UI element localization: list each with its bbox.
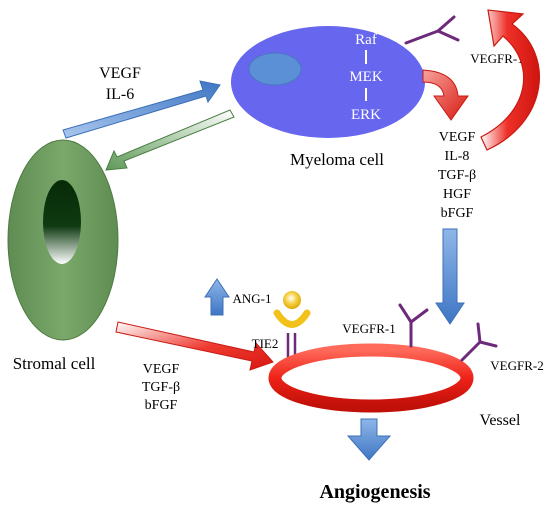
stromal-to-vessel-arrow [115,321,274,371]
angiogenesis-label: Angiogenesis [319,481,430,503]
vegfr2-label: VEGFR-2 [490,358,543,373]
myeloma-secreted-factors: VEGF IL-8 TGF-β HGF bFGF [438,130,476,221]
myeloma-cell: Raf MEK ERK [231,26,425,138]
vessel-ring [268,343,474,413]
myeloma-to-stromal-arrow [105,109,235,171]
stromal-to-vessel-factors: VEGF TGF-β bFGF [142,362,180,413]
ang1-up-arrow [204,278,230,316]
stromal-to-myeloma-arrow [62,80,221,139]
factor-label: VEGF [143,362,180,377]
vegfr1-receptor-vessel [398,303,429,348]
factor-label: IL-8 [445,149,470,164]
ang1-label: ANG-1 [233,291,272,306]
vegfr1-top-label: VEGFR-1 [470,51,523,66]
ang1-ligand [283,291,301,309]
factor-label: VEGF [439,130,476,145]
vegfr2-receptor [460,322,498,362]
pathway-raf: Raf [355,32,377,48]
factor-label: bFGF [441,206,474,221]
myeloma-cell-label: Myeloma cell [290,150,384,169]
factor-label: TGF-β [438,168,476,183]
stromal-cell-label: Stromal cell [13,354,96,373]
stromal-to-myeloma-factors: VEGF IL-6 [99,65,141,103]
pathway-mek: MEK [349,69,383,85]
factors-to-vessel-arrow [435,228,465,325]
factor-label: IL-6 [106,86,134,103]
myeloma-nucleus [248,52,302,86]
secretion-arrow [422,69,469,121]
tie2-receptor-head [273,309,311,328]
vessel-label: Vessel [480,412,521,429]
factor-label: HGF [443,187,471,202]
vegfr1-vessel-label: VEGFR-1 [342,321,395,336]
stromal-nucleus [43,180,81,264]
autocrine-loop-arrow [480,9,541,151]
pathway-erk: ERK [351,107,381,123]
factor-label: VEGF [99,65,141,82]
angiogenesis-arrow [346,418,392,461]
factor-label: TGF-β [142,380,180,395]
factor-label: bFGF [145,398,178,413]
vegfr1-receptor-myeloma [404,15,460,45]
tie2-label: TIE2 [252,336,279,351]
stromal-cell [7,139,119,341]
